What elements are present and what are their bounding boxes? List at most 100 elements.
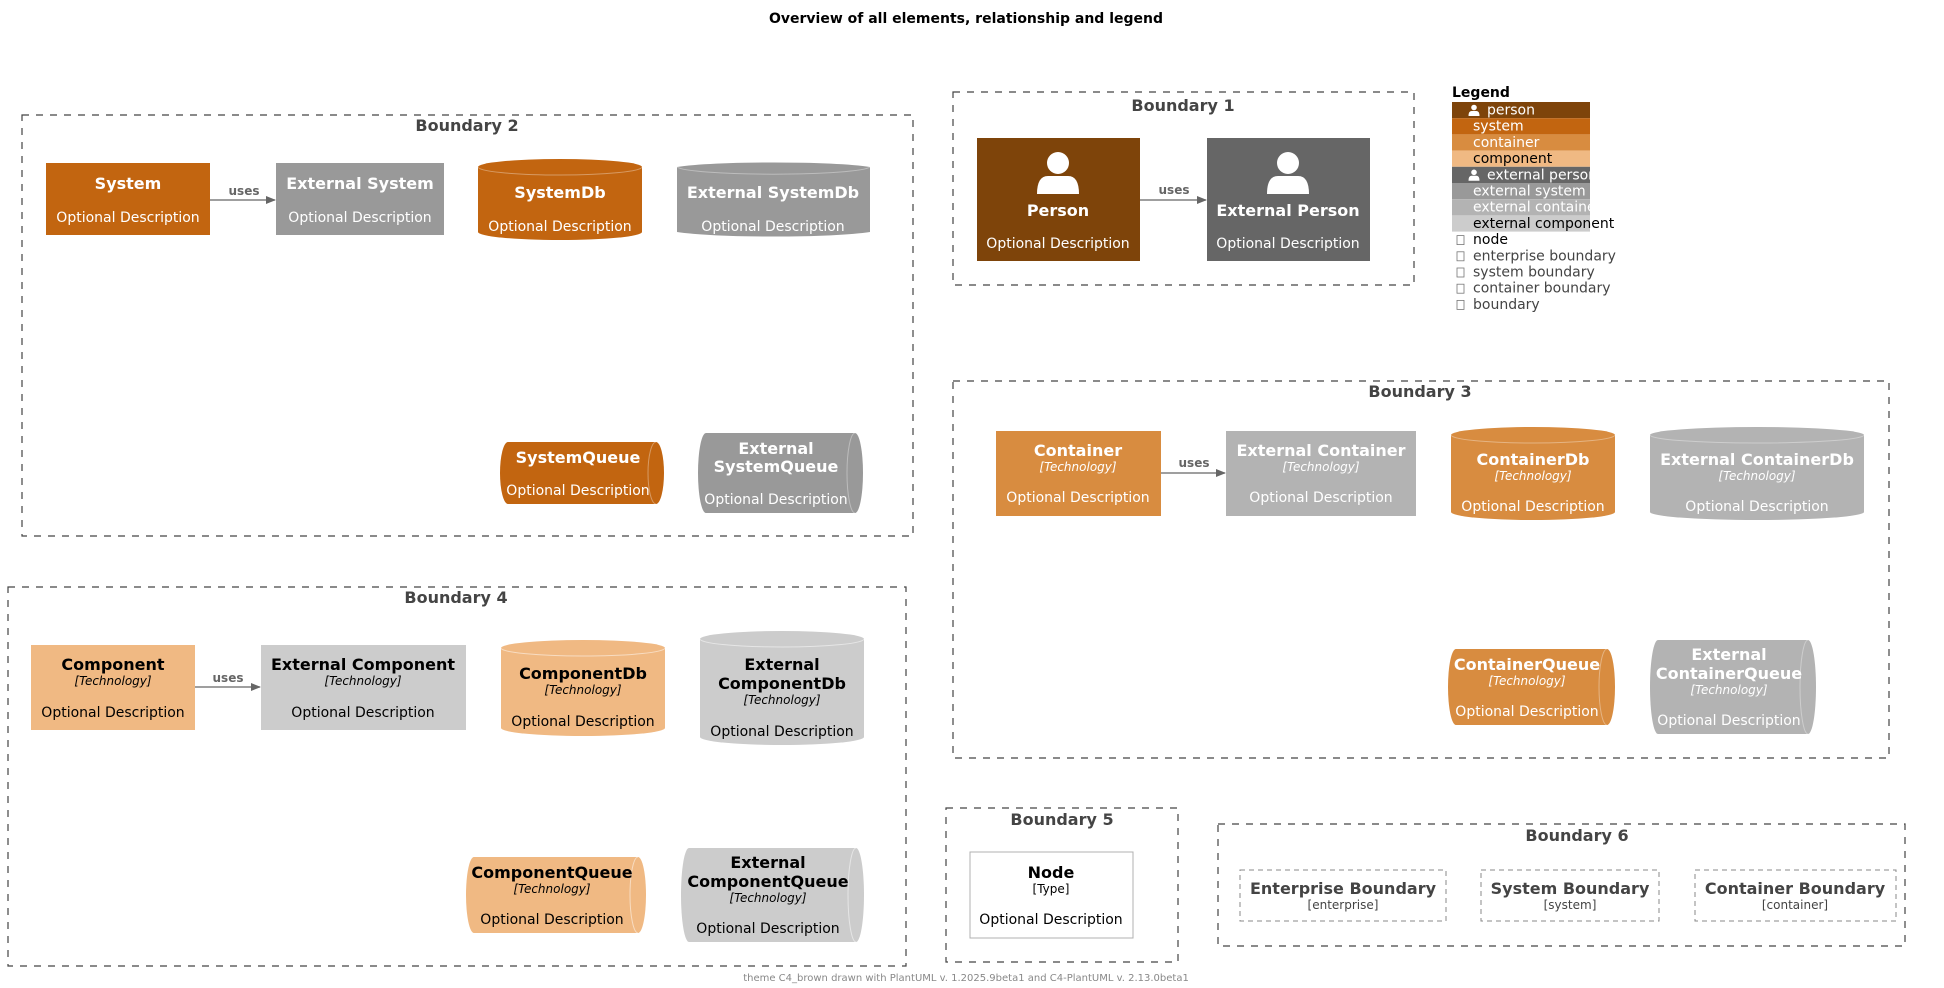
person-description: Optional Description [986,236,1129,252]
external-system-queue-description: Optional Description [704,492,847,508]
container-technology: [Technology] [1039,460,1116,474]
component-queue-technology: [Technology] [513,882,590,896]
container-queue-name: ContainerQueue [1454,655,1600,674]
enterprise-boundary-name: Enterprise Boundary [1250,879,1437,898]
legend-item: container boundary [1456,281,1611,297]
external-container-queue-description: Optional Description [1657,713,1800,729]
component-db-name: ComponentDb [519,664,647,683]
external-system-queue-element[interactable]: External SystemQueue Optional Descriptio… [698,432,863,514]
external-system-queue-name-line2: SystemQueue [714,457,839,476]
system-name: System [95,174,162,193]
container-queue-technology: [Technology] [1488,674,1565,688]
legend-item: person [1452,102,1590,119]
legend-label: container [1473,135,1540,151]
legend-item: enterprise boundary [1456,248,1616,264]
boundary-5-label: Boundary 5 [1010,810,1113,829]
boundary-3-label: Boundary 3 [1368,382,1471,401]
component-queue-element[interactable]: ComponentQueue [Technology] Optional Des… [466,856,646,934]
external-system-db-description: Optional Description [701,219,844,235]
legend-swatch [1452,150,1590,167]
external-component-queue-technology: [Technology] [729,891,806,905]
legend-label: external person [1487,167,1597,183]
system-boundary-name: System Boundary [1491,879,1650,898]
system-db-element[interactable]: SystemDb Optional Description [477,159,643,240]
legend-swatch [1452,134,1590,151]
node-element[interactable]: Node [Type] Optional Description [969,851,1134,939]
component-db-element[interactable]: ComponentDb [Technology] Optional Descri… [500,640,666,736]
external-container-db-element[interactable]: External ContainerDb [Technology] Option… [1649,427,1865,520]
boundary-6: Boundary 6 Enterprise Boundary [enterpri… [1217,823,1906,947]
system-queue-name: SystemQueue [516,448,641,467]
enterprise-boundary-element[interactable]: Enterprise Boundary [enterprise] [1239,869,1447,922]
legend-label: external container [1473,200,1602,216]
boundary-2-label: Boundary 2 [415,116,518,135]
external-person-element[interactable]: External Person Optional Description [1207,138,1370,261]
external-system-db-element[interactable]: External SystemDb Optional Description [676,162,871,237]
footer-credit: theme C4_brown drawn with PlantUML v. 1.… [743,973,1189,984]
boundary-5: Boundary 5 Node [Type] Optional Descript… [945,807,1179,963]
external-container-description: Optional Description [1249,490,1392,506]
system-queue-element[interactable]: SystemQueue Optional Description [500,441,664,505]
external-component-queue-element[interactable]: External ComponentQueue [Technology] Opt… [681,847,864,943]
container-queue-description: Optional Description [1455,704,1598,720]
container-name: Container [1034,441,1122,460]
boundary-glyph-icon [1456,283,1465,294]
component-name: Component [61,655,164,674]
container-db-name: ContainerDb [1477,450,1590,469]
system-element[interactable]: System Optional Description [46,163,210,235]
container-boundary-type: [container] [1762,898,1828,912]
boundary-3: Boundary 3 Container [Technology] Option… [952,380,1890,759]
system-boundary-type: [system] [1544,898,1597,912]
boundary-glyph-icon [1456,251,1465,262]
boundary-6-label: Boundary 6 [1525,826,1628,845]
external-container-name: External Container [1236,441,1405,460]
external-container-queue-element[interactable]: External ContainerQueue [Technology] Opt… [1650,639,1816,735]
container-boundary-element[interactable]: Container Boundary [container] [1694,869,1897,922]
legend-label: boundary [1473,297,1540,313]
legend-item: component [1452,150,1590,167]
boundary-glyph-icon [1456,267,1465,278]
boundary-4-label: Boundary 4 [404,588,507,607]
container-db-element[interactable]: ContainerDb [Technology] Optional Descri… [1450,427,1616,520]
relation-component-uses: uses [195,671,261,691]
container-db-description: Optional Description [1461,499,1604,515]
external-system-element[interactable]: External System Optional Description [276,163,444,235]
external-container-db-description: Optional Description [1685,499,1828,515]
legend-item: external system [1452,183,1590,200]
container-queue-element[interactable]: ContainerQueue [Technology] Optional Des… [1448,648,1615,726]
external-component-name: External Component [271,655,455,674]
legend-label: component [1473,151,1553,167]
external-component-queue-name-line1: External [730,853,805,872]
person-element[interactable]: Person Optional Description [977,138,1140,261]
container-db-technology: [Technology] [1494,469,1571,483]
component-description: Optional Description [41,705,184,721]
external-system-db-name: External SystemDb [687,183,859,202]
legend-label: container boundary [1473,281,1611,297]
boundary-4: Boundary 4 Component [Technology] Option… [7,586,907,967]
relation-container-uses: uses [1161,456,1226,477]
enterprise-boundary-type: [enterprise] [1308,898,1379,912]
container-element[interactable]: Container [Technology] Optional Descript… [996,431,1161,516]
external-component-element[interactable]: External Component [Technology] Optional… [261,645,466,730]
node-description: Optional Description [979,912,1122,928]
legend-label: system boundary [1473,265,1595,281]
node-type: [Type] [1033,882,1070,896]
system-db-description: Optional Description [488,219,631,235]
container-description: Optional Description [1006,490,1149,506]
legend-item: node [1456,232,1508,248]
relation-label: uses [1179,456,1210,470]
external-container-element[interactable]: External Container [Technology] Optional… [1226,431,1416,516]
external-component-db-element[interactable]: External ComponentDb [Technology] Option… [699,631,865,745]
relation-system-uses: uses [210,184,276,204]
boundary-1: Boundary 1 Person Optional Description E… [952,91,1415,286]
person-icon [1468,169,1480,181]
component-element[interactable]: Component [Technology] Optional Descript… [31,645,195,730]
relation-label: uses [213,671,244,685]
system-boundary-element[interactable]: System Boundary [system] [1480,869,1660,922]
system-db-name: SystemDb [514,183,605,202]
relation-label: uses [229,184,260,198]
boundary-glyph-icon [1456,235,1465,246]
component-db-description: Optional Description [511,714,654,730]
legend-label: enterprise boundary [1473,248,1616,264]
